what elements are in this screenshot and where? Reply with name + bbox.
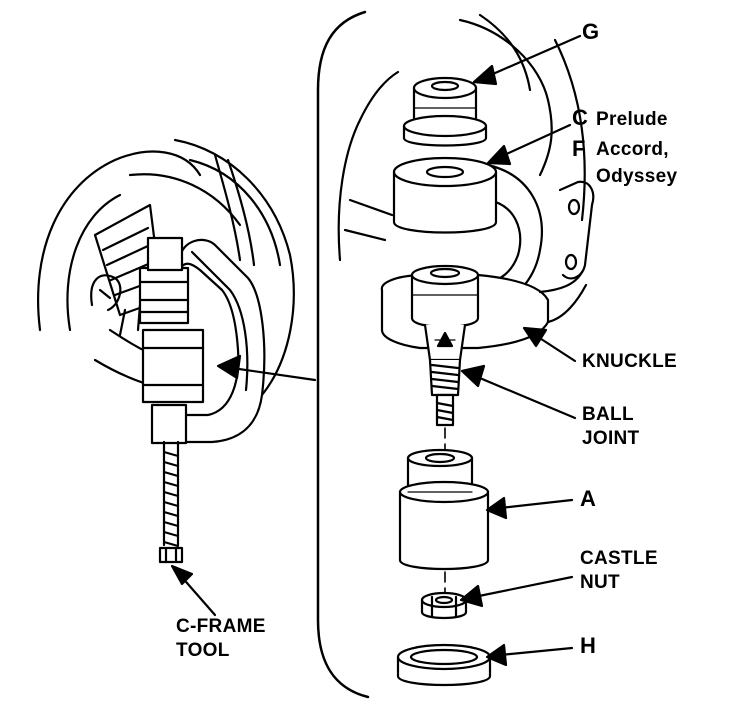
label-f: F: [572, 136, 586, 161]
exploded-view: [337, 13, 595, 687]
label-castle-nut-line1: CASTLE: [580, 548, 658, 569]
exploded-view-bracket: [316, 10, 370, 699]
ball-joint-body: [410, 264, 480, 427]
label-c: C: [572, 105, 589, 130]
label-ball-joint-line1: BALL: [582, 404, 634, 425]
label-odyssey: Odyssey: [596, 166, 678, 187]
label-castle-nut-line2: NUT: [580, 572, 620, 593]
label-c-frame-line2: TOOL: [176, 640, 230, 661]
label-knuckle: KNUCKLE: [582, 351, 677, 372]
label-c-frame-line1: C-FRAME: [176, 616, 266, 637]
label-accord: Accord,: [596, 139, 669, 160]
label-h: H: [580, 633, 597, 658]
part-h-ring: [396, 643, 492, 687]
label-a: A: [580, 486, 597, 511]
part-c-f-spacer: [392, 156, 498, 234]
castle-nut: [420, 591, 468, 620]
part-g-installer: [402, 76, 488, 147]
label-prelude: Prelude: [596, 109, 668, 130]
left-assembly-view: [36, 138, 317, 617]
part-a-receiver: [398, 448, 490, 571]
label-ball-joint-line2: JOINT: [582, 428, 640, 449]
label-g: G: [582, 19, 600, 44]
